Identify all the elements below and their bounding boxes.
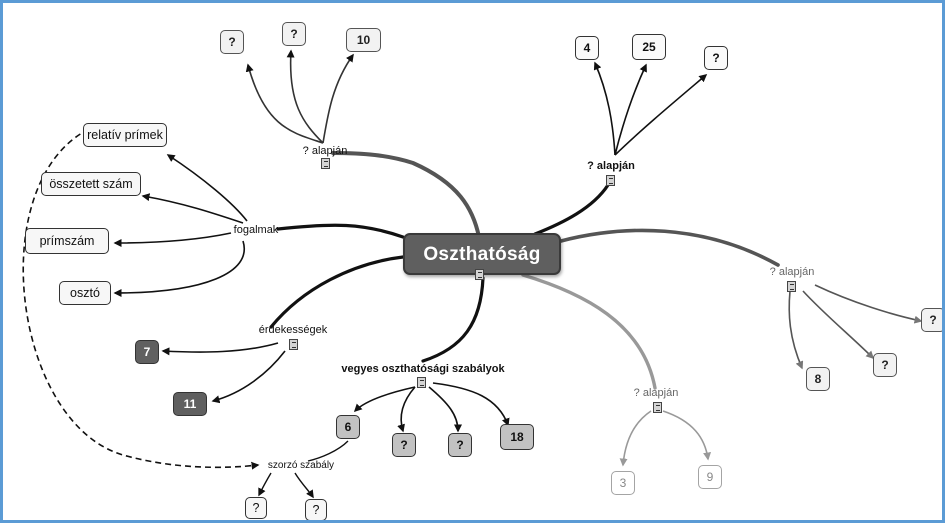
child-node-concept-prime[interactable]: prímszám — [25, 228, 109, 254]
branch-label-mixed-rules[interactable]: vegyes oszthatósági szabályok — [341, 363, 505, 375]
child-node-product-rule-1[interactable]: ? — [245, 497, 267, 519]
branch-label-right[interactable]: ? alapján — [769, 265, 815, 278]
child-node-bottom-right-1[interactable]: 3 — [611, 471, 635, 495]
branch-label-concepts[interactable]: fogalmak — [233, 223, 279, 236]
branch-line-concepts — [276, 223, 405, 239]
child-node-mixed-2[interactable]: ? — [392, 433, 416, 457]
note-icon[interactable] — [289, 339, 298, 350]
child-node-concept-divisor[interactable]: osztó — [59, 281, 111, 305]
child-node-concept-relative-primes[interactable]: relatív prímek — [83, 123, 167, 147]
branch-label-top-left[interactable]: ? alapján — [302, 144, 348, 157]
child-node-curiosities-2[interactable]: 11 — [173, 392, 207, 416]
note-icon[interactable] — [606, 175, 615, 186]
branch-line-top-right — [533, 183, 610, 236]
child-node-concept-composite[interactable]: összetett szám — [41, 172, 141, 196]
branch-line-top-left — [331, 151, 481, 239]
central-topic[interactable]: Oszthatóság — [403, 233, 561, 275]
dashed-relation-line — [22, 128, 260, 470]
branch-label-bottom-right[interactable]: ? alapján — [633, 386, 679, 399]
note-icon[interactable] — [653, 402, 662, 413]
note-icon[interactable] — [475, 269, 484, 280]
child-node-top-left-3[interactable]: 10 — [346, 28, 381, 52]
note-icon[interactable] — [787, 281, 796, 292]
branch-label-product-rule[interactable]: szorzó szabály — [267, 459, 335, 471]
child-node-product-rule-2[interactable]: ? — [305, 499, 327, 520]
child-node-top-right-3[interactable]: ? — [704, 46, 728, 70]
child-node-top-right-2[interactable]: 25 — [632, 34, 666, 60]
connection-lines — [22, 49, 923, 499]
child-node-mixed-3[interactable]: ? — [448, 433, 472, 457]
child-node-right-1[interactable]: 8 — [806, 367, 830, 391]
branch-label-top-right[interactable]: ? alapján — [587, 159, 635, 172]
child-node-right-2[interactable]: ? — [873, 353, 897, 377]
child-node-top-left-2[interactable]: ? — [282, 22, 306, 46]
child-node-right-3[interactable]: ? — [921, 308, 942, 332]
branch-line-bottom-right — [521, 273, 657, 390]
child-node-mixed-1[interactable]: 6 — [336, 415, 360, 439]
note-icon[interactable] — [321, 158, 330, 169]
child-node-bottom-right-2[interactable]: 9 — [698, 465, 722, 489]
child-node-top-left-1[interactable]: ? — [220, 30, 244, 54]
branch-label-curiosities[interactable]: érdekességek — [258, 323, 328, 336]
child-node-top-right-1[interactable]: 4 — [575, 36, 599, 60]
branch-line-curiosities — [269, 255, 405, 329]
branch-line-mixed — [421, 276, 485, 363]
child-node-curiosities-1[interactable]: 7 — [135, 340, 159, 364]
note-icon[interactable] — [417, 377, 426, 388]
child-node-mixed-4[interactable]: 18 — [500, 424, 534, 450]
branch-line-right — [559, 228, 780, 267]
